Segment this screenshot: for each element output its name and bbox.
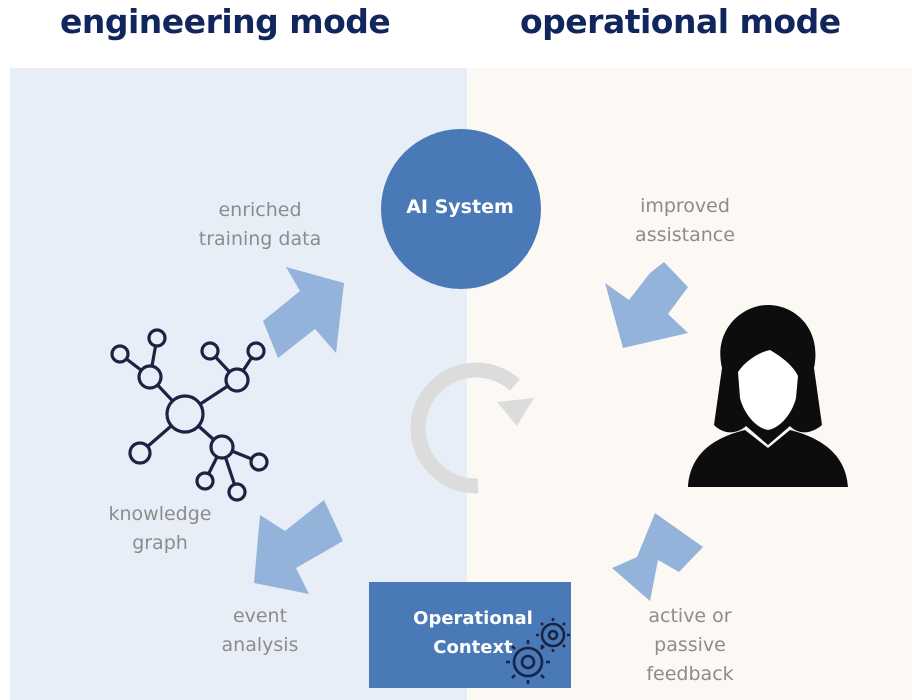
- person-icon: [688, 305, 848, 487]
- arrow-to-ai-system: [263, 267, 344, 358]
- arrow-to-user: [605, 262, 688, 348]
- gears-icon: [506, 618, 570, 684]
- operational-context-label: Operational Context: [413, 608, 533, 658]
- knowledge-graph-caption: knowledge graph: [108, 503, 212, 554]
- ai-system-label: AI System: [406, 196, 514, 218]
- arrow-to-context: [612, 513, 703, 601]
- ai-system-node: [381, 129, 541, 289]
- cycle-arrow-icon: [410, 362, 534, 494]
- improved-assistance-caption: improved assistance: [635, 195, 735, 246]
- engineering-mode-heading: engineering mode: [60, 2, 391, 41]
- operational-mode-heading: operational mode: [520, 2, 841, 41]
- event-analysis-caption: event analysis: [221, 605, 299, 656]
- arrow-to-knowledge-graph: [254, 500, 343, 594]
- knowledge-graph-icon: [110, 328, 269, 502]
- enriched-training-data-caption: enriched training data: [198, 199, 322, 250]
- feedback-caption: active or passive feedback: [646, 605, 734, 685]
